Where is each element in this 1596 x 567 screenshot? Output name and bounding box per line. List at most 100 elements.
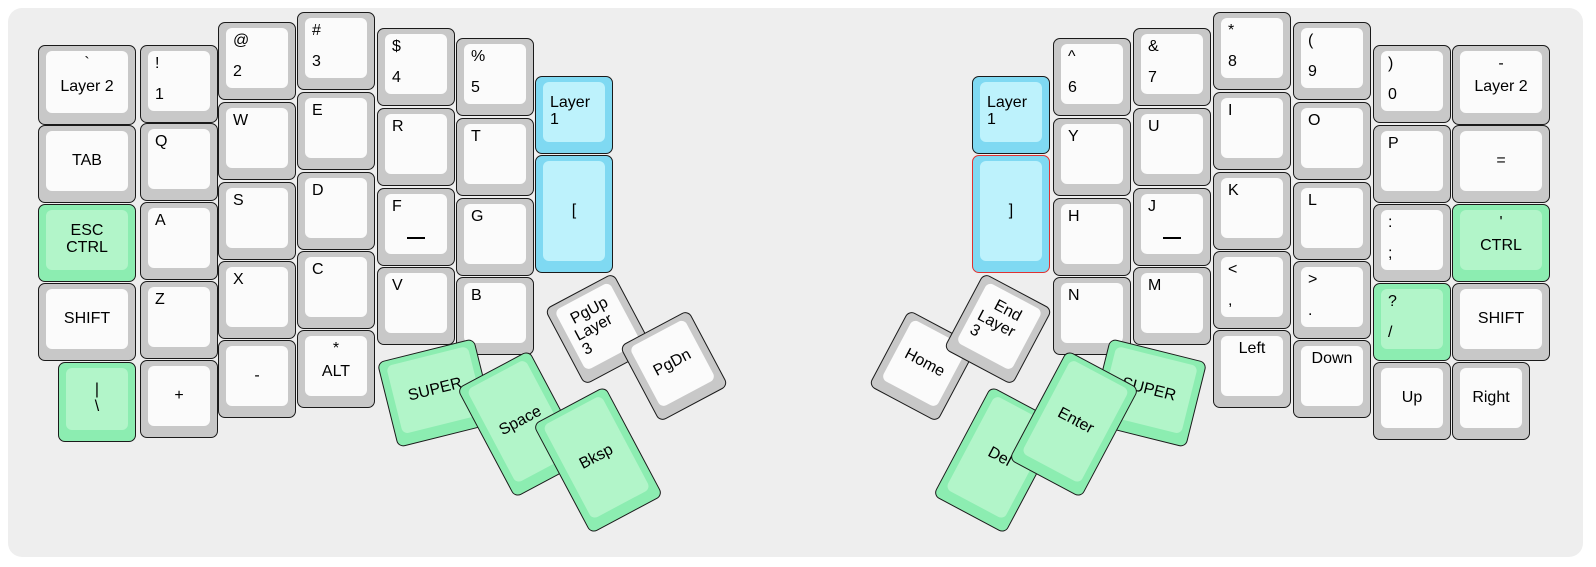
key-labels: U: [1141, 114, 1203, 174]
key-l-layer1[interactable]: Layer 1: [535, 76, 613, 154]
key-l-lbracket[interactable]: [: [535, 155, 613, 273]
key-r-7[interactable]: &7: [1133, 28, 1211, 106]
key-l-tab[interactable]: TAB: [38, 125, 136, 203]
key-label-main: Layer 1: [987, 94, 1028, 128]
key-l-d[interactable]: D: [297, 172, 375, 250]
key-label-top: W: [233, 112, 249, 129]
key-l-alt[interactable]: *ALT: [297, 330, 375, 408]
key-r-rbracket[interactable]: ]: [972, 155, 1050, 273]
key-label-top: !: [155, 55, 160, 72]
key-r-0[interactable]: )0: [1373, 45, 1451, 123]
key-l-f[interactable]: F: [377, 188, 455, 266]
key-r-u[interactable]: U: [1133, 108, 1211, 186]
keycap-surface: [46, 131, 128, 191]
key-r-h[interactable]: H: [1053, 198, 1131, 276]
key-r-9[interactable]: (9: [1293, 22, 1371, 100]
key-r-k[interactable]: K: [1213, 172, 1291, 250]
key-l-1[interactable]: !1: [140, 45, 218, 123]
key-l-5[interactable]: %5: [456, 38, 534, 116]
key-label-sub: 2: [233, 63, 242, 81]
key-l-shift[interactable]: SHIFT: [38, 283, 136, 361]
key-r-slash[interactable]: ?/: [1373, 283, 1451, 361]
keycap-surface: [1141, 273, 1203, 333]
key-label-top: F: [392, 198, 402, 215]
key-l-r[interactable]: R: [377, 108, 455, 186]
key-label-top: J: [1148, 198, 1156, 215]
key-labels: -: [226, 346, 288, 406]
key-labels: V: [385, 273, 447, 333]
key-labels: *8: [1221, 18, 1283, 78]
key-label-top: Q: [155, 133, 168, 150]
key-r-shift[interactable]: SHIFT: [1452, 283, 1550, 361]
key-r-j[interactable]: J: [1133, 188, 1211, 266]
key-l-c[interactable]: C: [297, 251, 375, 329]
key-l-q[interactable]: Q: [140, 123, 218, 201]
key-l-t[interactable]: T: [456, 118, 534, 196]
key-labels: T: [464, 124, 526, 184]
key-l-g[interactable]: G: [456, 198, 534, 276]
keycap-surface: [1381, 289, 1443, 349]
key-r-comma[interactable]: <,: [1213, 251, 1291, 329]
key-r-l[interactable]: L: [1293, 182, 1371, 260]
keycap-surface: [1460, 131, 1542, 191]
key-label-sub: 5: [471, 79, 480, 97]
key-label-top: N: [1068, 287, 1080, 304]
key-r-layer1[interactable]: Layer 1: [972, 76, 1050, 154]
key-label-main: TAB: [72, 151, 102, 169]
keycap-surface: [464, 204, 526, 264]
key-r-up[interactable]: Up: [1373, 362, 1451, 440]
key-r-semi[interactable]: :;: [1373, 204, 1451, 282]
key-labels: Down: [1301, 346, 1363, 406]
key-l-plus[interactable]: +: [140, 360, 218, 438]
key-r-down[interactable]: Down: [1293, 340, 1371, 418]
keycap-surface: [1301, 28, 1363, 88]
key-labels: I: [1221, 98, 1283, 158]
key-l-4[interactable]: $4: [377, 28, 455, 106]
key-r-p[interactable]: P: [1373, 125, 1451, 203]
key-label-top: :: [1388, 214, 1393, 231]
key-l-2[interactable]: @2: [218, 22, 296, 100]
key-l-e[interactable]: E: [297, 92, 375, 170]
key-l-v[interactable]: V: [377, 267, 455, 345]
key-r-i[interactable]: I: [1213, 92, 1291, 170]
key-r-8[interactable]: *8: [1213, 12, 1291, 90]
key-r-layer2[interactable]: -Layer 2: [1452, 45, 1550, 125]
key-l-z[interactable]: Z: [140, 281, 218, 359]
keycap-surface: [1301, 267, 1363, 327]
key-l-x[interactable]: X: [218, 261, 296, 339]
key-label-top: T: [471, 128, 481, 145]
key-r-m[interactable]: M: [1133, 267, 1211, 345]
key-l-layer2[interactable]: `Layer 2: [38, 45, 136, 125]
key-label-top: S: [233, 192, 244, 209]
key-labels: |\: [66, 368, 128, 430]
key-r-o[interactable]: O: [1293, 102, 1371, 180]
key-label-top: <: [1228, 261, 1238, 278]
key-r-y[interactable]: Y: [1053, 118, 1131, 196]
key-l-w[interactable]: W: [218, 102, 296, 180]
key-label-top: X: [233, 271, 244, 288]
key-label-top: C: [312, 261, 324, 278]
key-l-pipe[interactable]: |\: [58, 362, 136, 442]
key-r-equals[interactable]: =: [1452, 125, 1550, 203]
key-l-a[interactable]: A: [140, 202, 218, 280]
keycap-surface: [226, 346, 288, 406]
key-label-main: SHIFT: [63, 309, 111, 327]
key-label-main: ESC: [70, 222, 104, 240]
key-r-quotectrl[interactable]: 'CTRL: [1452, 204, 1550, 282]
keycap-surface: [226, 28, 288, 88]
key-r-6[interactable]: ^6: [1053, 38, 1131, 116]
key-r-period[interactable]: >.: [1293, 261, 1371, 339]
key-l-minus[interactable]: -: [218, 340, 296, 418]
key-labels: -Layer 2: [1460, 51, 1542, 113]
key-label-main: Down: [1311, 350, 1353, 367]
key-r-left[interactable]: Left: [1213, 330, 1291, 408]
key-label-main: SUPER: [406, 374, 464, 405]
key-labels: R: [385, 114, 447, 174]
key-label-top: ^: [1068, 48, 1076, 65]
key-labels: @2: [226, 28, 288, 88]
key-labels: C: [305, 257, 367, 317]
key-r-right[interactable]: Right: [1452, 362, 1530, 440]
key-l-s[interactable]: S: [218, 182, 296, 260]
key-l-3[interactable]: #3: [297, 12, 375, 90]
